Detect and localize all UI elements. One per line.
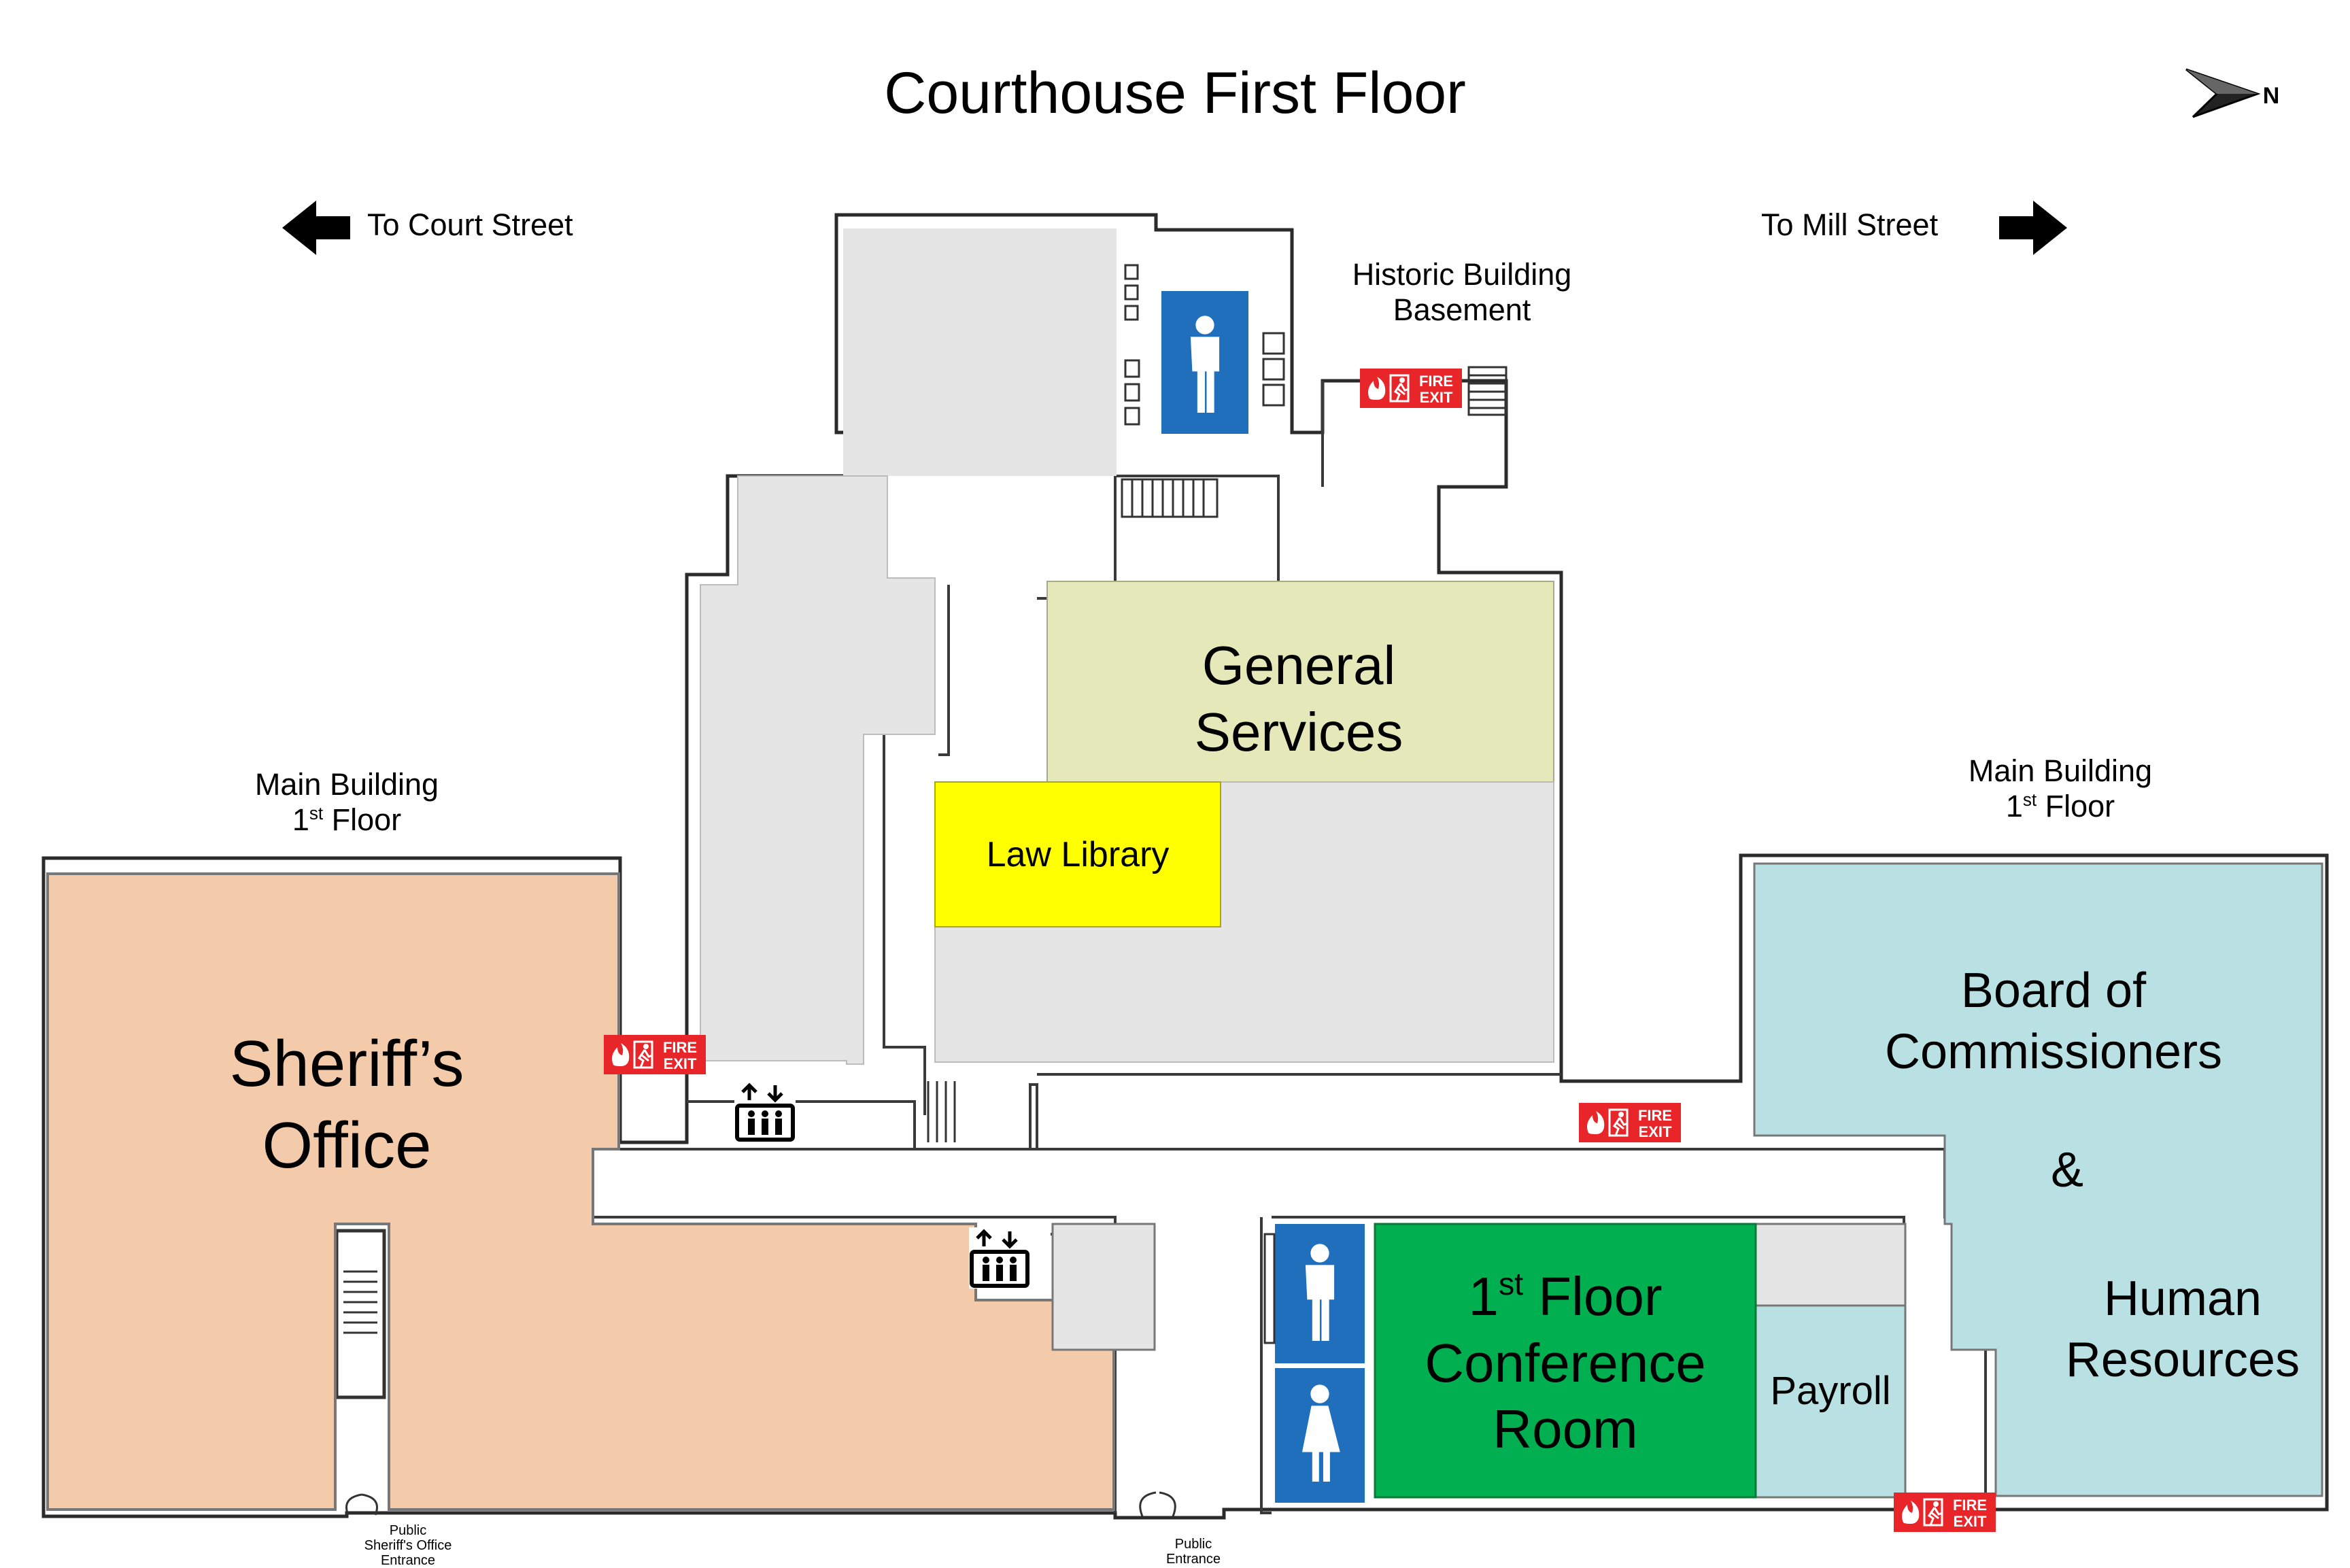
area-label-main-left: Main Building 1st Floor: [204, 767, 490, 838]
floor-word: Floor: [1523, 1266, 1663, 1327]
fire-exit-sign-corridor: FIRE EXIT: [1578, 1102, 1682, 1144]
conference-room-label[interactable]: 1st Floor Conference Room: [1375, 1263, 1756, 1463]
room-label-line: General: [1202, 635, 1396, 696]
fire-exit-sign-historic: FIRE EXIT: [1359, 367, 1463, 409]
room-label-line: Conference: [1425, 1332, 1706, 1393]
room-label-line: Resources: [2065, 1333, 2300, 1387]
area-label-main-right: Main Building 1st Floor: [1918, 753, 2203, 824]
fire-exit-text: EXIT: [1639, 1123, 1672, 1140]
room-label-line: Sheriff’s: [229, 1027, 464, 1100]
area-label-line: Main Building: [254, 767, 439, 802]
law-library-area[interactable]: [934, 781, 1221, 927]
fire-exit-text: FIRE: [663, 1039, 697, 1056]
direction-label-mill-street: To Mill Street: [1761, 207, 1939, 242]
fire-exit-text: EXIT: [1954, 1513, 1987, 1530]
entrance-label-line: Sheriff's Office: [364, 1538, 452, 1553]
map-title: Courthouse First Floor: [884, 61, 1466, 126]
entrance-label-line: Entrance: [380, 1553, 436, 1568]
floor-suffix: st: [309, 803, 324, 824]
ampersand-label: &: [2050, 1143, 2084, 1197]
conference-room-area[interactable]: [1374, 1223, 1757, 1499]
room-label-line: Office: [262, 1109, 432, 1182]
fire-exit-text: EXIT: [1420, 389, 1453, 406]
room-areas: [46, 228, 2323, 1511]
sheriffs-office-label[interactable]: Sheriff’s Office: [143, 1023, 551, 1187]
floor-suffix: st: [2022, 789, 2037, 811]
elevator-icon[interactable]: [734, 1081, 796, 1142]
fire-exit-text: FIRE: [1419, 373, 1453, 390]
board-hr-area[interactable]: [1753, 862, 2323, 1497]
restroom-men-historic[interactable]: [1161, 291, 1248, 434]
fire-exit-sign-sheriff: FIRE EXIT: [602, 1034, 707, 1076]
human-resources-label[interactable]: Human Resources: [2013, 1268, 2350, 1391]
fire-exit-text: FIRE: [1953, 1497, 1987, 1514]
unassigned-area-historic: [843, 228, 1117, 476]
entrance-label-line: Entrance: [1165, 1552, 1221, 1567]
board-of-commissioners-label[interactable]: Board of Commissioners: [1816, 960, 2292, 1083]
area-label-line: Basement: [1393, 292, 1531, 328]
room-label-line: Board of: [1960, 964, 2147, 1018]
unassigned-area-payroll: [1754, 1223, 1907, 1307]
general-services-label[interactable]: General Services: [1095, 632, 1503, 765]
entrance-label-line: Public: [1174, 1537, 1212, 1552]
payroll-label[interactable]: Payroll: [1770, 1369, 1891, 1413]
floor-number: 1: [2005, 789, 2023, 824]
floor-word: Floor: [323, 802, 402, 838]
sheriff-entrance-label: Public Sheriff's Office Entrance: [340, 1523, 476, 1568]
fire-exit-text: EXIT: [664, 1055, 697, 1072]
payroll-area[interactable]: [1754, 1304, 1907, 1499]
restroom-fixtures: [1124, 264, 1285, 1344]
room-label-line: Commissioners: [1884, 1025, 2223, 1079]
entrance-label-line: Public: [389, 1523, 427, 1538]
general-services-area[interactable]: [1046, 581, 1554, 783]
area-label-line: Main Building: [1968, 753, 2153, 788]
floor-word: Floor: [2037, 789, 2115, 824]
public-entrance-label: Public Entrance: [1129, 1537, 1258, 1567]
fire-exit-sign-east: FIRE EXIT: [1892, 1491, 1997, 1533]
law-library-label[interactable]: Law Library: [986, 835, 1170, 874]
restroom-men[interactable]: [1275, 1224, 1365, 1363]
room-label-line: Room: [1493, 1399, 1638, 1460]
north-arrow-icon: N: [2185, 68, 2280, 118]
unassigned-area-corridor: [700, 475, 936, 1065]
elevator-icon[interactable]: [969, 1227, 1030, 1289]
floor-suffix: st: [1498, 1266, 1524, 1302]
floor-number: 1: [292, 802, 309, 838]
floor-number: 1: [1468, 1266, 1499, 1327]
arrow-right-icon: [1999, 201, 2067, 255]
fire-exit-text: FIRE: [1638, 1107, 1672, 1124]
unassigned-area-small: [1051, 1223, 1156, 1351]
entrance-doors: [345, 1491, 1176, 1517]
restroom-women[interactable]: [1275, 1368, 1365, 1503]
direction-label-court-street: To Court Street: [367, 207, 573, 242]
area-label-historic: Historic Building Basement: [1306, 257, 1618, 328]
room-label-line: Human: [2103, 1272, 2262, 1326]
north-label: N: [2263, 83, 2280, 109]
room-label-line: Services: [1194, 701, 1403, 762]
area-label-line: Historic Building: [1352, 257, 1572, 292]
arrow-left-icon: [282, 201, 350, 255]
